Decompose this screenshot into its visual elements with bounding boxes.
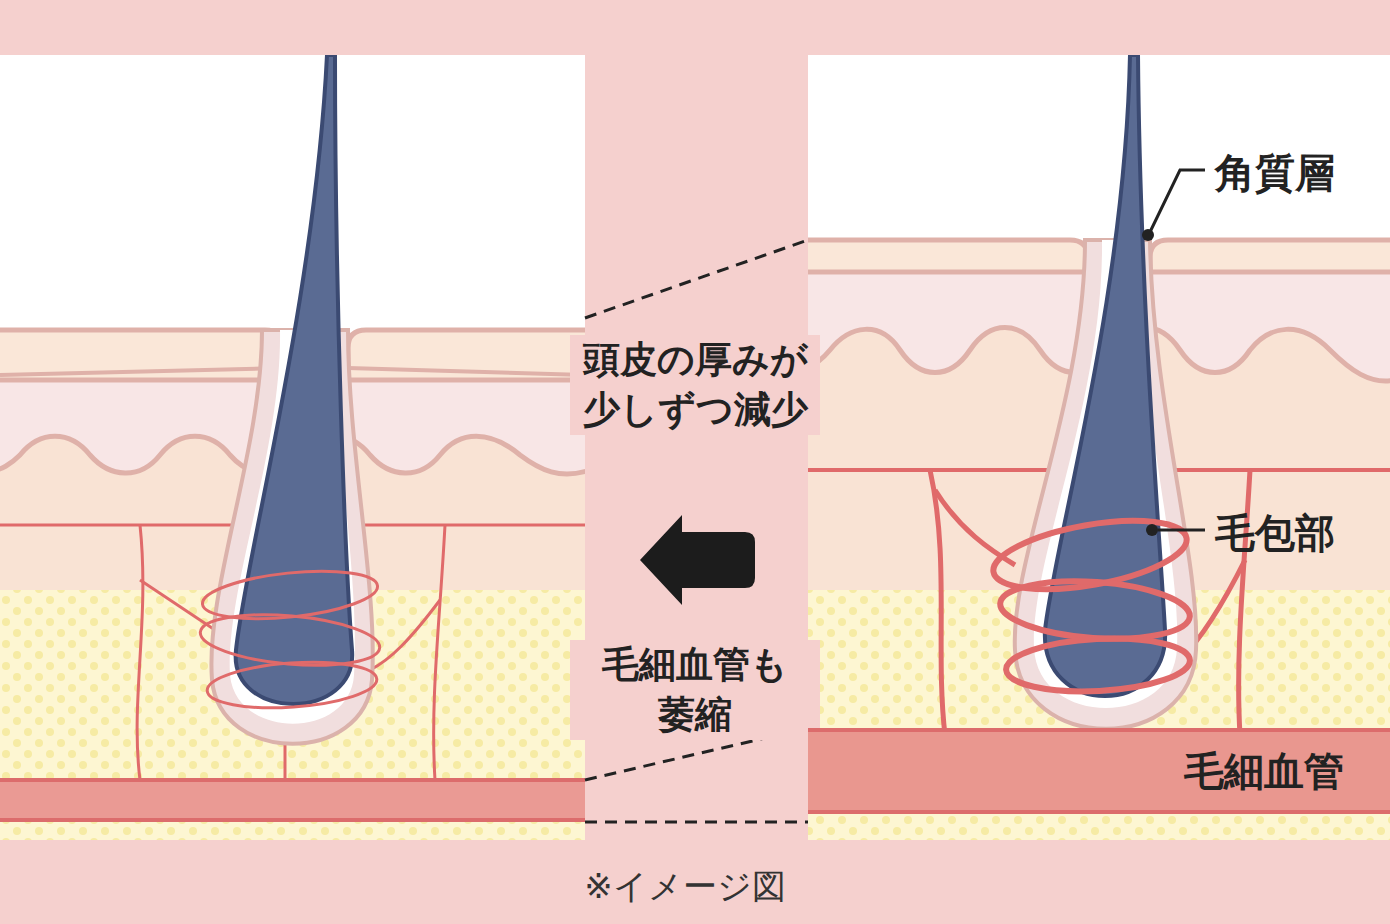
annotation-text: ※イメージ図 (540, 866, 830, 906)
annotation-text: 毛細血管も 萎縮 (570, 640, 820, 740)
band-label: 毛細血管 (1184, 744, 1344, 799)
part-label: 角質層 (1215, 146, 1335, 201)
part-label: 毛包部 (1215, 506, 1335, 561)
annotation-text: 頭皮の厚みが 少しずつ減少 (570, 335, 820, 435)
capillary-band: 毛細血管 (808, 728, 1390, 814)
